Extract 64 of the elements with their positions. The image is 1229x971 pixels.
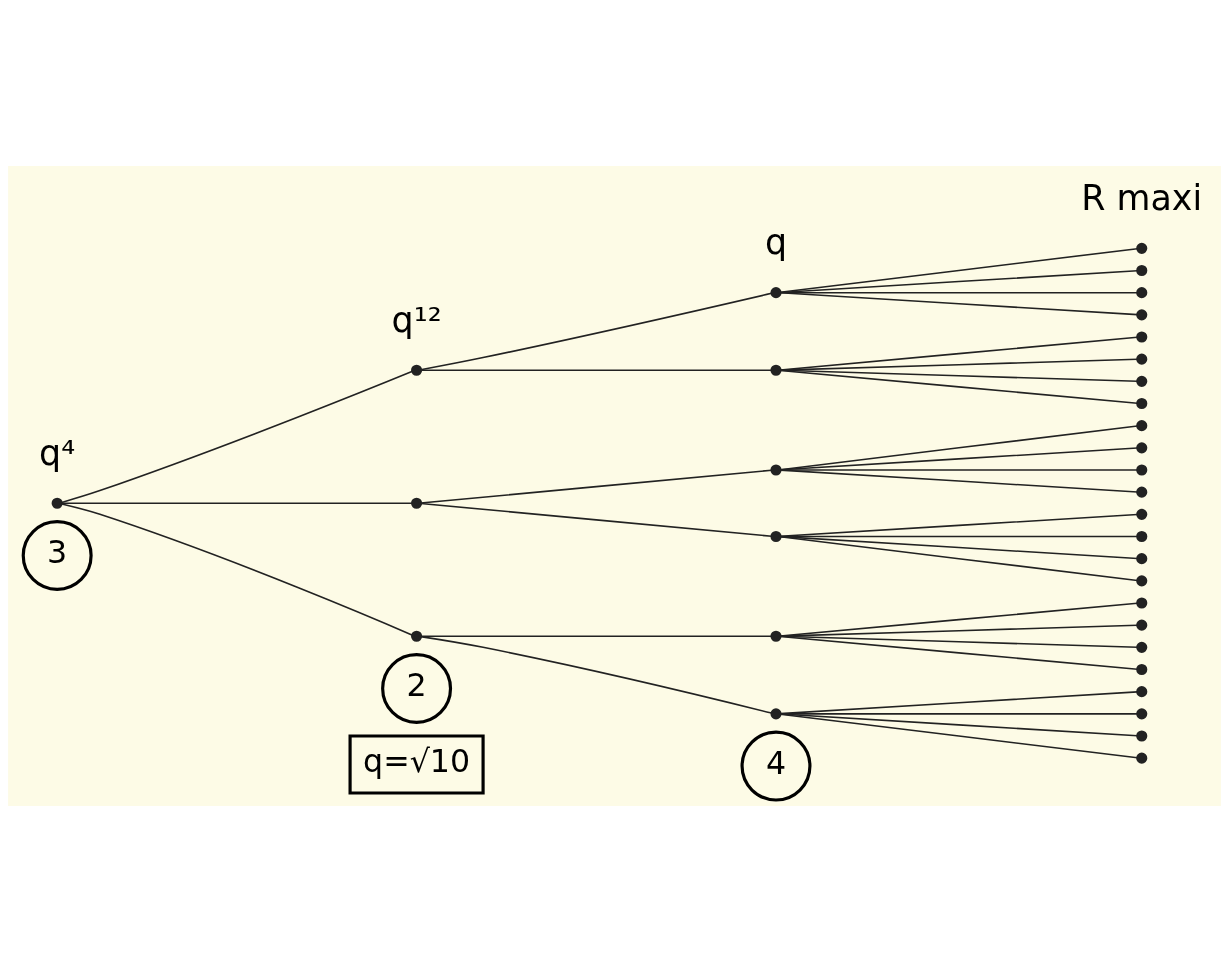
node-point — [411, 364, 423, 376]
node-point — [1136, 242, 1148, 254]
node-point — [1136, 397, 1148, 409]
label: q⁴ — [39, 432, 76, 473]
connector — [779, 369, 1139, 404]
node-point — [1136, 707, 1148, 719]
node-point — [1136, 441, 1148, 453]
node-point — [1136, 486, 1148, 498]
connector — [420, 368, 773, 371]
node-point — [1136, 685, 1148, 697]
node-point — [770, 286, 782, 298]
label: q¹² — [391, 299, 442, 340]
connector — [779, 291, 1139, 315]
node-point — [1136, 308, 1148, 320]
label: R maxi — [1081, 177, 1203, 218]
node-point — [1136, 641, 1148, 653]
node-box: q=√10 — [348, 733, 485, 795]
node-point — [1136, 463, 1148, 476]
node-point — [770, 463, 782, 476]
connector — [420, 634, 773, 637]
node-point — [1136, 353, 1148, 365]
connector — [779, 535, 1139, 581]
node-point — [770, 630, 782, 642]
node-point — [1136, 619, 1148, 631]
node-point — [770, 530, 782, 542]
node-point — [1136, 574, 1148, 586]
node-point — [1136, 286, 1148, 298]
connector — [61, 370, 414, 503]
node-point — [1136, 663, 1148, 675]
node-point — [1136, 330, 1148, 343]
connector — [60, 501, 413, 504]
node-point — [1136, 729, 1148, 742]
node-point — [1136, 264, 1148, 276]
connector — [779, 247, 1139, 293]
connector — [779, 712, 1139, 759]
node-circle: 2 — [381, 652, 453, 724]
connector — [420, 468, 773, 504]
connector — [779, 601, 1139, 637]
connector — [779, 635, 1139, 670]
node-circle: 3 — [21, 519, 93, 591]
node-point — [770, 364, 782, 376]
connector — [779, 712, 1139, 737]
connector — [420, 502, 773, 537]
connector — [779, 513, 1139, 537]
node-point — [1136, 552, 1148, 564]
node-point — [1136, 375, 1148, 387]
connector — [779, 335, 1139, 371]
node-point — [1136, 508, 1148, 520]
node-point — [1136, 419, 1148, 431]
connector — [419, 635, 773, 714]
connector — [61, 502, 414, 636]
node-point — [1136, 596, 1148, 609]
connector — [779, 468, 1139, 493]
node-point — [1136, 752, 1148, 764]
node-point — [770, 707, 782, 719]
node-point — [411, 630, 423, 642]
node-point — [411, 497, 423, 509]
node-circle: 4 — [740, 730, 812, 802]
connector — [779, 623, 1139, 637]
connector — [779, 357, 1139, 371]
node-point — [1136, 530, 1148, 542]
connector — [419, 292, 773, 371]
label: q — [764, 221, 788, 262]
node-point — [51, 497, 63, 509]
